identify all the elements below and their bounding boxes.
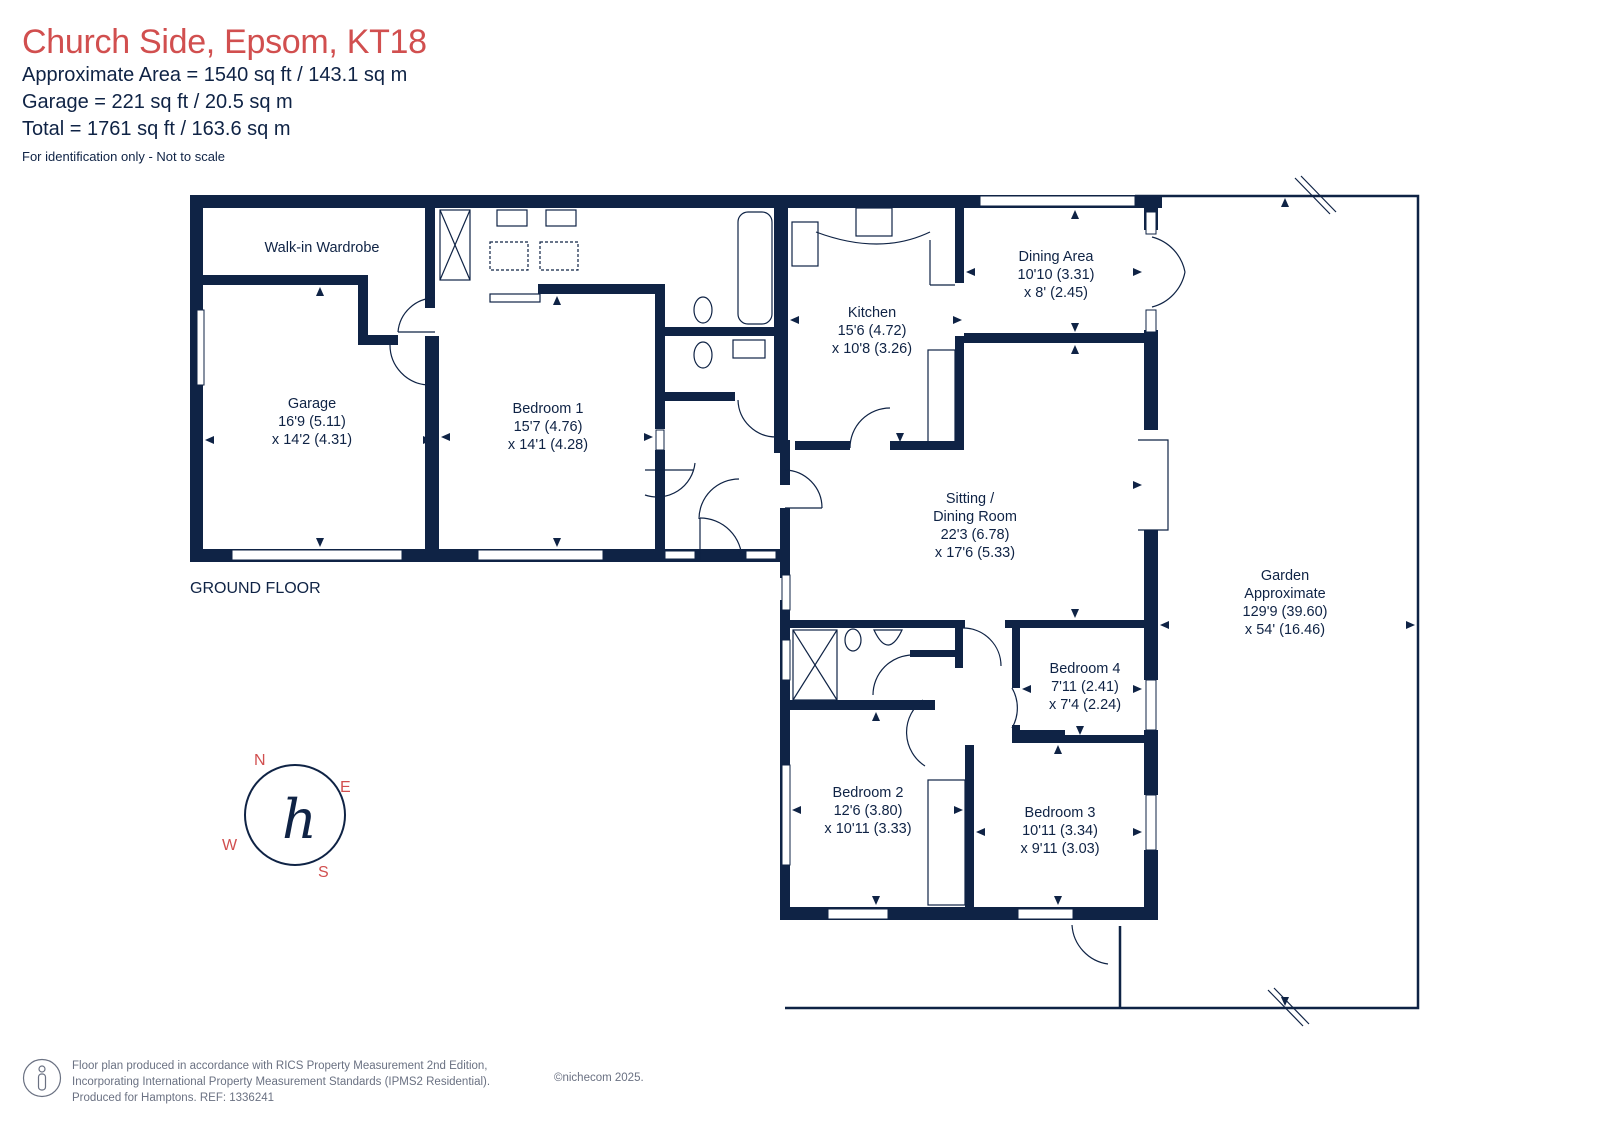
- header: Church Side, Epsom, KT18 Approximate Are…: [22, 22, 427, 167]
- bedroom3-dim2: x 9'11 (3.03): [1020, 841, 1099, 857]
- property-title: Church Side, Epsom, KT18: [22, 23, 427, 61]
- sitting-room-dim2: x 17'6 (5.33): [935, 545, 1015, 561]
- garage-label: Garage: [288, 396, 336, 412]
- copyright: ©nichecom 2025.: [554, 1072, 644, 1084]
- windows: [196, 195, 1157, 920]
- dining-area-dim1: 10'10 (3.31): [1018, 267, 1095, 283]
- walk-in-wardrobe-label: Walk-in Wardrobe: [265, 240, 380, 256]
- kitchen-dim2: x 10'8 (3.26): [832, 341, 912, 357]
- compass-logo: h: [282, 788, 317, 851]
- approximate-area: Approximate Area = 1540 sq ft / 143.1 sq…: [22, 64, 408, 86]
- room-labels: Walk-in Wardrobe Garage 16'9 (5.11) x 14…: [190, 240, 1328, 857]
- garden-label2: Approximate: [1244, 586, 1325, 602]
- dining-area-label: Dining Area: [1019, 249, 1095, 265]
- bedroom3-label: Bedroom 3: [1025, 805, 1096, 821]
- garden-label: Garden: [1261, 568, 1309, 584]
- garden-dim1: 129'9 (39.60): [1243, 604, 1328, 620]
- bedroom1-label: Bedroom 1: [513, 401, 584, 417]
- total-area: Total = 1761 sq ft / 163.6 sq m: [22, 118, 291, 140]
- footer-line2: Incorporating International Property Mea…: [72, 1076, 491, 1088]
- garage-area: Garage = 221 sq ft / 20.5 sq m: [22, 91, 293, 113]
- sitting-room-dim1: 22'3 (6.78): [941, 527, 1010, 543]
- bedroom1-dim2: x 14'1 (4.28): [508, 437, 588, 453]
- compass: N E S W h: [222, 752, 351, 881]
- sitting-room-label2: Dining Room: [933, 509, 1017, 525]
- compass-w: W: [222, 837, 238, 854]
- bedroom2-dim1: 12'6 (3.80): [834, 803, 903, 819]
- sitting-room-label: Sitting /: [946, 491, 995, 507]
- compass-e: E: [340, 779, 351, 796]
- footer: Floor plan produced in accordance with R…: [22, 1058, 490, 1106]
- floor-label: GROUND FLOOR: [190, 580, 321, 597]
- compass-s: S: [318, 864, 329, 881]
- fixtures: [439, 207, 966, 906]
- person-info-icon: [22, 1058, 62, 1098]
- bedroom1-dim1: 15'7 (4.76): [514, 419, 583, 435]
- garage-dim1: 16'9 (5.11): [278, 414, 346, 430]
- footer-line1: Floor plan produced in accordance with R…: [72, 1060, 488, 1072]
- kitchen-dim1: 15'6 (4.72): [838, 323, 907, 339]
- dining-area-dim2: x 8' (2.45): [1024, 285, 1088, 301]
- garden-boundary: [785, 175, 1420, 1027]
- bedroom4-dim1: 7'11 (2.41): [1051, 679, 1119, 695]
- dimension-arrows: [205, 198, 1415, 1006]
- garden-dim2: x 54' (16.46): [1245, 622, 1325, 638]
- bedroom2-label: Bedroom 2: [833, 785, 904, 801]
- kitchen-label: Kitchen: [848, 305, 896, 321]
- bedroom2-dim2: x 10'11 (3.33): [824, 821, 911, 837]
- footer-line3: Produced for Hamptons. REF: 1336241: [72, 1092, 275, 1104]
- compass-n: N: [254, 752, 266, 769]
- bedroom4-dim2: x 7'4 (2.24): [1049, 697, 1121, 713]
- bedroom3-dim1: 10'11 (3.34): [1022, 823, 1098, 839]
- scale-note: For identification only - Not to scale: [22, 149, 226, 164]
- doors: [389, 236, 1186, 965]
- garage-dim2: x 14'2 (4.31): [272, 432, 352, 448]
- bedroom4-label: Bedroom 4: [1050, 661, 1121, 677]
- footer-text: Floor plan produced in accordance with R…: [72, 1058, 490, 1106]
